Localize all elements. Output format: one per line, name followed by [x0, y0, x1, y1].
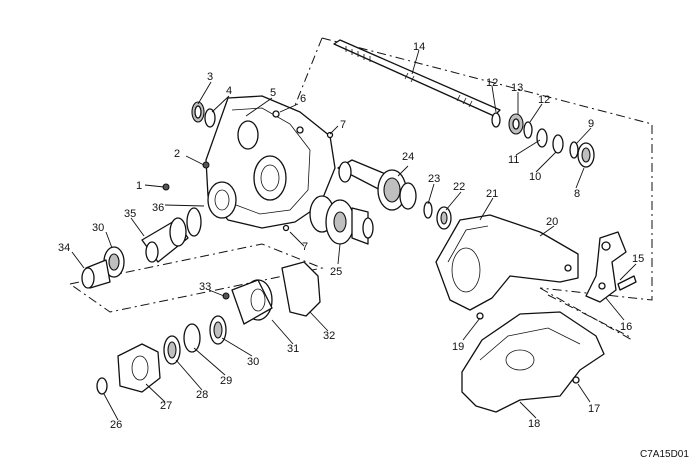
part-label: 24 [402, 151, 414, 163]
part-label: 30 [92, 222, 104, 234]
part-label: 12 [486, 77, 498, 89]
part-label: 36 [152, 202, 164, 214]
part-label: 7 [340, 119, 346, 131]
shaft-rings [491, 112, 595, 168]
part-label: 6 [300, 93, 306, 105]
output-shaft-group [81, 207, 202, 289]
part-label: 14 [413, 41, 425, 53]
figure-code: C7A15D01 [640, 449, 689, 460]
input-gear-shaft [337, 159, 417, 211]
part-label: 32 [323, 330, 335, 342]
part-label: 23 [428, 173, 440, 185]
front-case-group [162, 95, 336, 232]
part-label: 11 [508, 154, 519, 166]
part-label: 29 [220, 375, 232, 387]
part-label: 34 [58, 242, 70, 254]
part-label: 12 [538, 94, 550, 106]
part-label: 15 [632, 253, 644, 265]
part-label: 20 [546, 216, 558, 228]
part-label: 28 [196, 389, 208, 401]
main-shaft [333, 39, 501, 117]
part-label: 21 [486, 188, 498, 200]
part-label: 31 [287, 343, 299, 355]
part-label: 17 [588, 403, 600, 415]
bearing-snap-ring-22-23 [423, 201, 452, 230]
part-label: 9 [588, 118, 594, 130]
part-label: 22 [453, 181, 465, 193]
part-label: 16 [620, 321, 632, 333]
counter-gear [309, 195, 374, 245]
part-label: 4 [226, 85, 232, 97]
part-label: 1 [136, 180, 142, 192]
part-labels: 1 2 3 4 5 6 7 7 8 9 10 11 12 12 13 14 15… [58, 41, 644, 431]
leader-lines [71, 49, 637, 421]
part-label: 18 [528, 418, 540, 430]
part-label: 5 [270, 87, 276, 99]
part-label: 25 [330, 266, 342, 278]
rear-case [435, 214, 579, 320]
part-label: 27 [160, 400, 172, 412]
part-label: 13 [511, 82, 523, 94]
part-label: 30 [247, 356, 259, 368]
part-label: 10 [529, 171, 541, 183]
part-label: 26 [110, 419, 122, 431]
sleeve-group [209, 261, 321, 345]
assembly-boundary [69, 37, 653, 341]
part-label: 33 [199, 281, 211, 293]
part-label: 35 [124, 208, 136, 220]
lower-left-group [96, 323, 201, 395]
part-label: 19 [452, 341, 464, 353]
part-label: 2 [174, 148, 180, 160]
part-label: 7 [302, 241, 308, 253]
part-label: 3 [207, 71, 213, 83]
lower-cover [461, 311, 605, 413]
shift-lever [585, 231, 637, 303]
part-label: 8 [574, 188, 580, 200]
